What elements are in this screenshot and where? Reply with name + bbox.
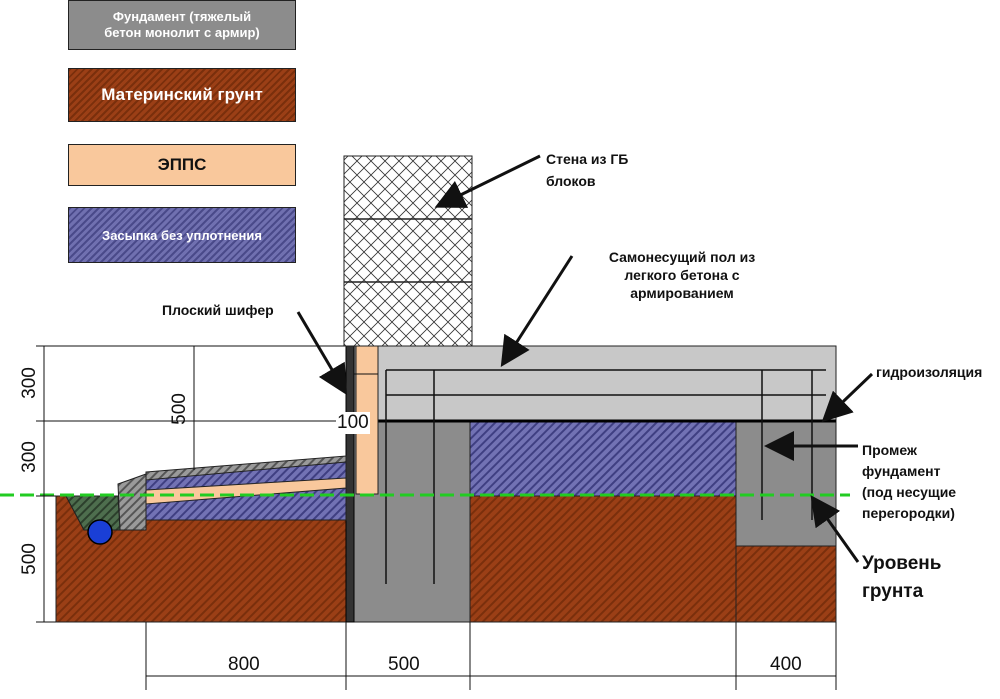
flat-slate [345, 345, 355, 623]
native-soil [55, 495, 837, 623]
drain-pipe [87, 519, 113, 545]
label-intermediate-foundation: Промеж фундамент (под несущие перегородк… [862, 442, 957, 521]
dim-left-300-mid: 300 [19, 441, 40, 473]
label-wall: Стена из ГБ блоков [546, 151, 629, 189]
legend-epps: ЭППС [68, 144, 296, 186]
dim-epps-100: 100 [336, 412, 370, 434]
dim-bottom-800: 800 [228, 654, 260, 675]
dim-inner-500: 500 [169, 393, 190, 425]
dim-bottom-500: 500 [388, 654, 420, 675]
dim-left-300-top: 300 [19, 367, 40, 399]
intermediate-foundation [735, 421, 837, 547]
callout-arrows [296, 154, 874, 563]
dim-bottom-400: 400 [770, 654, 802, 675]
blind-area [65, 455, 347, 531]
label-floor: Самонесущий пол из легкого бетона с арми… [608, 249, 756, 301]
label-slate: Плоский шифер [162, 302, 274, 318]
legend-backfill: Засыпка без уплотнения [68, 207, 296, 263]
floor-slab [377, 345, 837, 423]
label-waterproofing: гидроизоляция [876, 364, 983, 380]
legend-native-soil: Материнский грунт [68, 68, 296, 122]
backfill-under-floor [469, 421, 737, 497]
gas-block-wall [343, 155, 473, 347]
dimension-lines [36, 345, 837, 690]
label-ground-level: Уровень грунта [862, 553, 942, 602]
dim-left-500: 500 [19, 543, 40, 575]
